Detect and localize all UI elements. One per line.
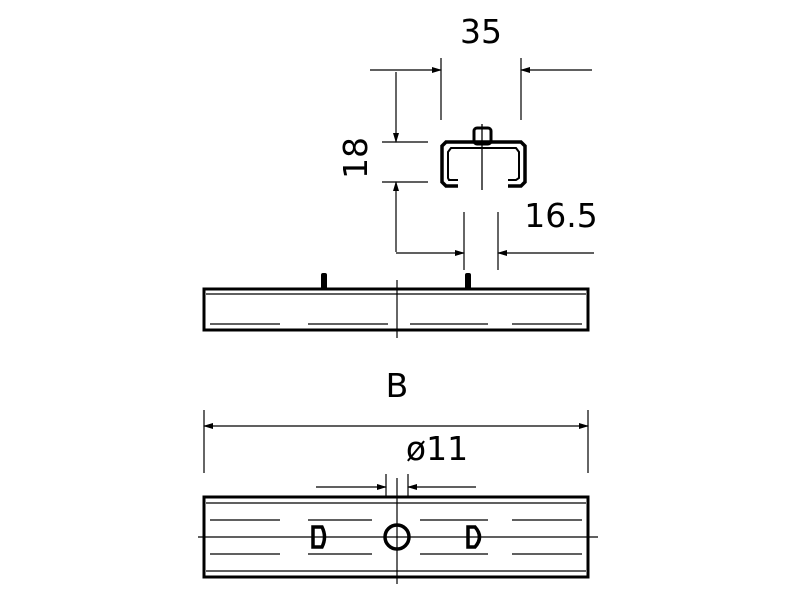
dim-35-label: 35 [460,12,502,51]
slot-clip-right [466,525,482,549]
channel-profile-inner [447,147,520,181]
top-view [198,410,598,584]
side-view-stud-left [321,273,327,290]
side-view-outline [202,287,590,332]
side-view [202,280,590,338]
dim-18-label: 18 [336,137,375,179]
top-view-hidden-lines [210,519,582,555]
dim-hole-label: ø11 [406,429,468,468]
channel-profile-outer [440,140,527,188]
dim-16-label: 16.5 [524,196,597,235]
dim-b-label: B [386,366,409,405]
center-hole [383,523,411,551]
slot-clip-left [311,525,327,549]
profile-view [370,58,594,270]
side-view-stud-right [465,273,471,290]
